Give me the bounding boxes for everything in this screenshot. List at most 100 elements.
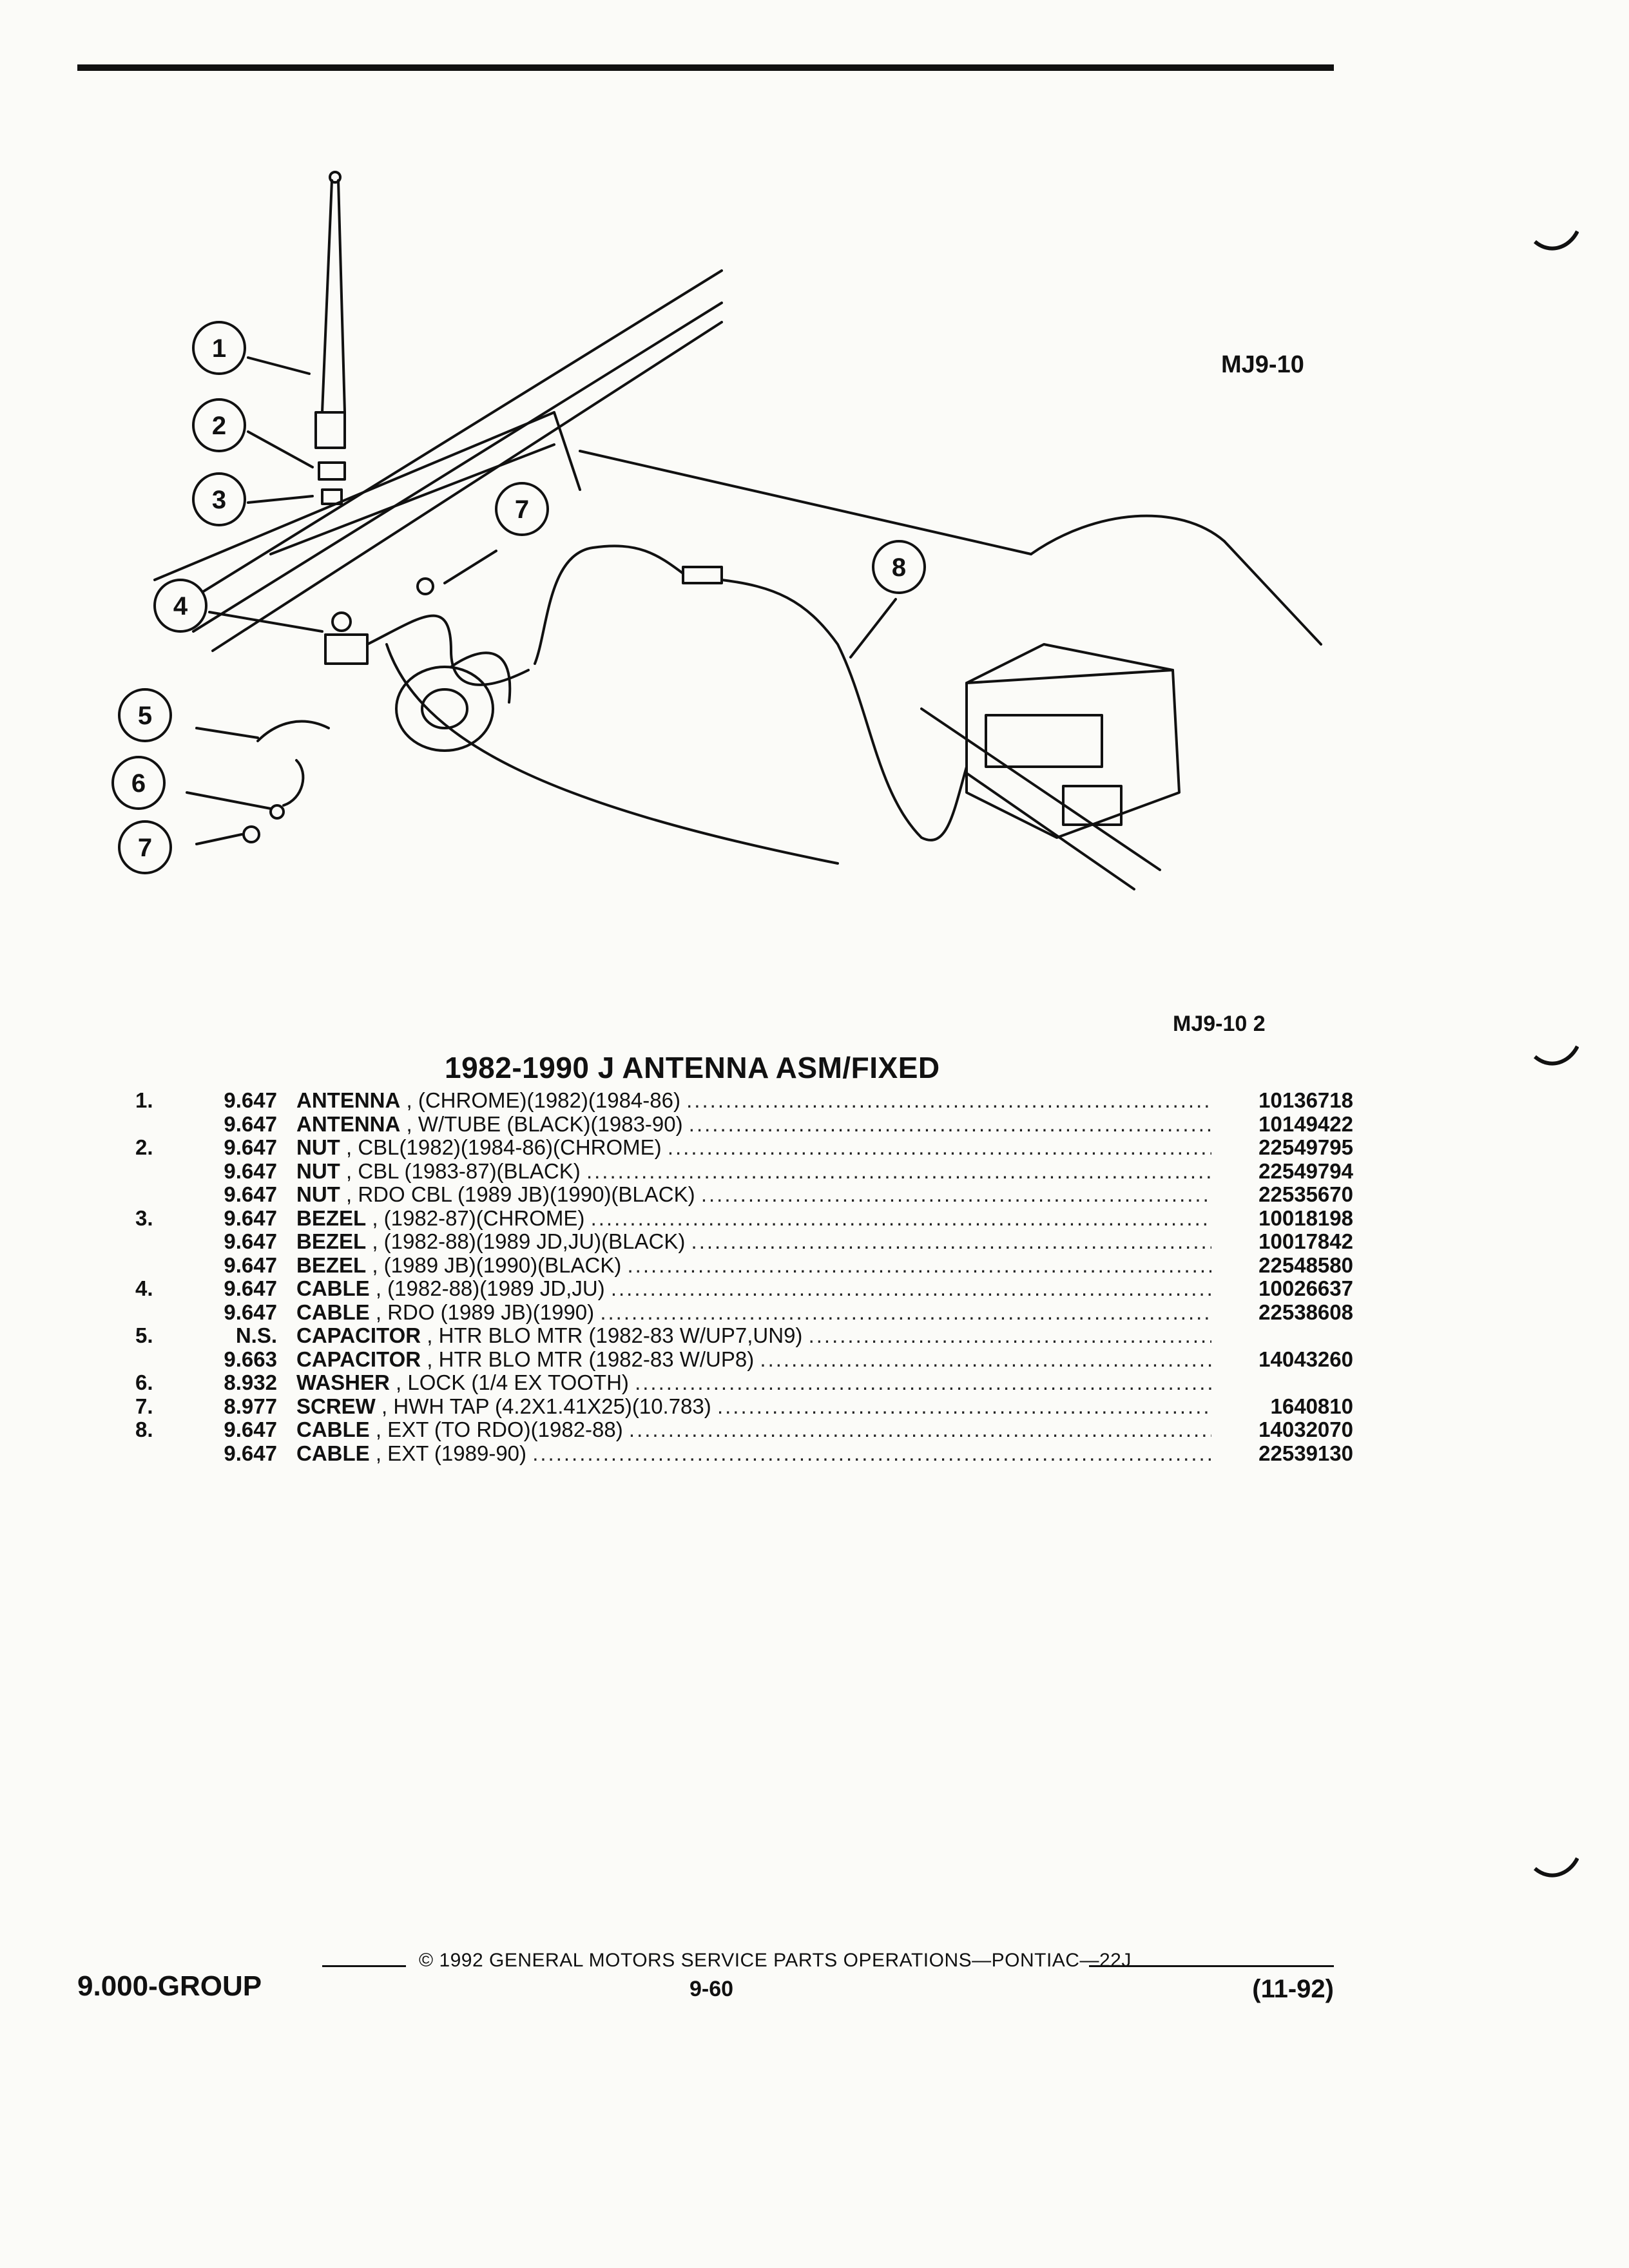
part-name: ANTENNA: [296, 1112, 401, 1136]
parts-row: 9.647 NUT , RDO CBL (1989 JB)(1990)(BLAC…: [135, 1182, 1353, 1207]
parts-row: 9.647 CABLE , EXT (1989-90) ............…: [135, 1441, 1353, 1466]
part-detail: , RDO CBL (1989 JB)(1990)(BLACK): [346, 1183, 695, 1206]
page-footer: © 1992 GENERAL MOTORS SERVICE PARTS OPER…: [77, 1946, 1334, 2017]
group-code: 9.647: [224, 1182, 277, 1206]
part-description: BEZEL , (1989 JB)(1990)(BLACK) .........…: [296, 1253, 1211, 1277]
part-detail: , EXT (TO RDO)(1982-88): [375, 1418, 623, 1441]
group-code: 8.932: [224, 1370, 277, 1394]
part-description: CAPACITOR , HTR BLO MTR (1982-83 W/UP7,U…: [296, 1324, 1211, 1347]
group-code: 9.647: [224, 1088, 277, 1112]
group-label: 9.000-GROUP: [77, 1970, 262, 2002]
callout-1: 1: [212, 334, 226, 363]
antenna-exploded-diagram: 1 2 3 7 4 5 6 7 8: [111, 171, 1322, 890]
part-number: 14032070: [1258, 1418, 1353, 1441]
page-number: 9-60: [689, 1977, 734, 2001]
part-description: CABLE , (1982-88)(1989 JD,JU) ..........…: [296, 1277, 1211, 1300]
group-code: 9.647: [224, 1300, 277, 1324]
group-code: 9.647: [224, 1418, 277, 1441]
parts-row: 9.663 CAPACITOR , HTR BLO MTR (1982-83 W…: [135, 1347, 1353, 1372]
callout-5: 5: [138, 702, 152, 730]
part-number: 10149422: [1258, 1111, 1353, 1136]
part-name: ANTENNA: [296, 1089, 401, 1112]
callout-6: 6: [131, 769, 146, 798]
figure-reference: MJ9-10 2: [1173, 1012, 1266, 1036]
item-number: 1.: [135, 1088, 153, 1112]
footer-rule-left: [322, 1965, 406, 1967]
callout-4: 4: [173, 592, 188, 620]
part-name: CABLE: [296, 1441, 370, 1465]
part-number: 22539130: [1258, 1441, 1353, 1465]
group-code: 9.647: [224, 1135, 277, 1159]
group-code: N.S.: [235, 1323, 277, 1347]
item-number: 2.: [135, 1135, 153, 1159]
group-code: 9.647: [224, 1111, 277, 1136]
part-detail: , RDO (1989 JB)(1990): [375, 1300, 595, 1324]
part-detail: , EXT (1989-90): [375, 1441, 527, 1465]
part-name: CAPACITOR: [296, 1347, 421, 1371]
parts-row: 8. 9.647 CABLE , EXT (TO RDO)(1982-88) .…: [135, 1418, 1353, 1442]
group-code: 9.647: [224, 1206, 277, 1230]
group-code: 9.647: [224, 1441, 277, 1465]
group-code: 9.647: [224, 1276, 277, 1300]
parts-list: 1. 9.647 ANTENNA , (CHROME)(1982)(1984-8…: [135, 1088, 1353, 1466]
part-name: CAPACITOR: [296, 1324, 421, 1347]
group-code: 9.647: [224, 1229, 277, 1253]
footer-rule-right: [1089, 1965, 1334, 1967]
part-name: SCREW: [296, 1394, 376, 1418]
group-code: 9.647: [224, 1158, 277, 1183]
parts-row: 1. 9.647 ANTENNA , (CHROME)(1982)(1984-8…: [135, 1088, 1353, 1113]
diagram-code: MJ9-10: [1221, 351, 1304, 378]
part-number: 22549795: [1258, 1135, 1353, 1159]
part-number: 14043260: [1258, 1347, 1353, 1371]
copyright-line: © 1992 GENERAL MOTORS SERVICE PARTS OPER…: [419, 1950, 1132, 1971]
part-name: NUT: [296, 1159, 340, 1183]
parts-row: 9.647 CABLE , RDO (1989 JB)(1990) ......…: [135, 1300, 1353, 1325]
parts-row: 2. 9.647 NUT , CBL(1982)(1984-86)(CHROME…: [135, 1135, 1353, 1160]
item-number: 5.: [135, 1323, 153, 1347]
part-number: 22549794: [1258, 1158, 1353, 1183]
group-code: 9.647: [224, 1253, 277, 1277]
item-number: 6.: [135, 1370, 153, 1394]
part-description: ANTENNA , W/TUBE (BLACK)(1983-90) ......…: [296, 1112, 1211, 1136]
parts-row: 9.647 NUT , CBL (1983-87)(BLACK) .......…: [135, 1158, 1353, 1184]
part-number: 10017842: [1258, 1229, 1353, 1253]
part-detail: , (1982-88)(1989 JD,JU)(BLACK): [372, 1230, 686, 1253]
part-description: BEZEL , (1982-87)(CHROME) ..............…: [296, 1206, 1211, 1230]
part-detail: , HWH TAP (4.2X1.41X25)(10.783): [381, 1394, 711, 1418]
part-description: SCREW , HWH TAP (4.2X1.41X25)(10.783) ..…: [296, 1394, 1211, 1418]
part-number: 22538608: [1258, 1300, 1353, 1324]
part-detail: , HTR BLO MTR (1982-83 W/UP8): [427, 1347, 755, 1371]
part-description: CABLE , EXT (1989-90) ..................…: [296, 1441, 1211, 1465]
binding-mark: [1534, 1857, 1579, 1878]
part-detail: , HTR BLO MTR (1982-83 W/UP7,UN9): [427, 1324, 803, 1347]
part-name: NUT: [296, 1136, 340, 1159]
part-detail: , CBL(1982)(1984-86)(CHROME): [346, 1136, 662, 1159]
part-description: CAPACITOR , HTR BLO MTR (1982-83 W/UP8) …: [296, 1347, 1211, 1371]
part-number: 22548580: [1258, 1253, 1353, 1277]
part-description: BEZEL , (1982-88)(1989 JD,JU)(BLACK) ...…: [296, 1230, 1211, 1253]
part-detail: , LOCK (1/4 EX TOOTH): [396, 1371, 629, 1394]
binding-mark: [1534, 1045, 1579, 1066]
item-number: 8.: [135, 1418, 153, 1441]
parts-row: 9.647 ANTENNA , W/TUBE (BLACK)(1983-90) …: [135, 1111, 1353, 1137]
part-name: BEZEL: [296, 1206, 367, 1230]
part-name: BEZEL: [296, 1253, 367, 1277]
item-number: 7.: [135, 1394, 153, 1418]
part-name: WASHER: [296, 1371, 390, 1394]
callout-8: 8: [892, 553, 906, 582]
part-name: CABLE: [296, 1418, 370, 1441]
part-description: ANTENNA , (CHROME)(1982)(1984-86) ......…: [296, 1089, 1211, 1112]
callout-7b: 7: [138, 834, 152, 862]
part-number: 10136718: [1258, 1088, 1353, 1112]
part-detail: , (1982-88)(1989 JD,JU): [375, 1277, 605, 1300]
part-description: CABLE , RDO (1989 JB)(1990) ............…: [296, 1300, 1211, 1324]
parts-row: 9.647 BEZEL , (1989 JB)(1990)(BLACK) ...…: [135, 1253, 1353, 1278]
parts-row: 5. N.S. CAPACITOR , HTR BLO MTR (1982-83…: [135, 1323, 1353, 1348]
parts-row: 3. 9.647 BEZEL , (1982-87)(CHROME) .....…: [135, 1206, 1353, 1231]
part-description: NUT , RDO CBL (1989 JB)(1990)(BLACK) ...…: [296, 1183, 1211, 1206]
binding-mark: [1534, 230, 1579, 251]
part-description: NUT , CBL (1983-87)(BLACK) .............…: [296, 1159, 1211, 1183]
part-detail: , CBL (1983-87)(BLACK): [346, 1159, 581, 1183]
top-rule: [77, 64, 1334, 71]
part-number: 22535670: [1258, 1182, 1353, 1206]
